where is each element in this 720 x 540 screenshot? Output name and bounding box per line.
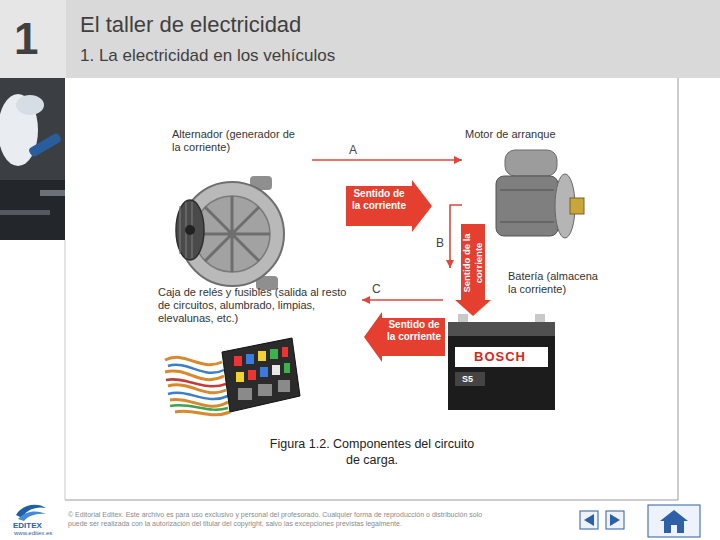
logo-swoosh [18,511,46,521]
home-icon [660,510,688,521]
current-direction: Sentido de la corriente [461,227,485,299]
battery-label-strip [455,347,548,367]
fuse [258,351,266,361]
fuse [284,363,290,373]
home-button [648,505,700,537]
arrow-head [362,296,370,304]
header-bar [0,0,720,78]
nav-button [606,511,624,529]
nav-icon [584,514,594,526]
starter-body [496,176,558,236]
arrow-head [454,156,462,164]
chapter-box [0,0,66,78]
home-icon [671,525,677,533]
alternator-fins [194,196,270,272]
connector-wire [362,299,443,301]
battery-case [448,336,555,410]
component-label: Caja de relés y fusibles (salida al rest… [158,286,348,325]
current-arrow [364,312,445,362]
slide-subtitle: 1. La electricidad en los vehículos [80,46,335,66]
fuse [248,370,256,380]
copyright-note: © Editorial Editex. Este archivo es para… [68,510,498,528]
wire-harness [170,405,228,410]
nav-button [580,511,598,529]
publisher-url: www.editex.es [14,530,52,537]
starter-pinion [570,198,584,214]
fuse [282,347,288,357]
fuse-grid [234,347,290,400]
wire-harness [165,357,230,414]
battery-type-box [455,372,485,386]
relay [238,388,252,400]
alternator-body [194,196,270,272]
wire-letter: A [349,143,357,157]
battery-lid [448,322,555,336]
starter-solenoid [505,150,557,176]
component-group: Caja de relés y fusibles (salida al rest… [156,286,362,420]
nav-icon [610,514,620,526]
wire-letter: B [436,236,444,250]
photo-engine [0,180,65,240]
logo-swoosh [16,505,46,518]
fuse [260,367,268,377]
relay [278,380,290,392]
photo-engine [0,210,50,215]
current-direction: Sentido de la corriente [385,319,443,343]
connector [362,296,443,304]
publisher-logo: EDITEX [13,521,42,530]
photo-glove [16,95,44,115]
fuse [236,372,244,382]
component-group: Batería (almacena la corriente) [443,268,603,418]
photo-engine [40,190,65,196]
fuse-box [222,338,300,412]
relay [258,384,272,396]
component-group: Alternador (generador de la corriente) [165,128,312,300]
current-direction: Sentido de la corriente [350,188,408,212]
frame-line [65,500,678,501]
frame-line [65,240,66,500]
current-arrow [346,180,432,232]
slide-title: El taller de electricidad [80,12,301,38]
wire-harness [166,379,226,386]
connector [312,156,462,164]
fuse [272,365,280,375]
alternator-pulley [176,200,204,260]
frame-line [678,78,679,500]
starter-body [500,190,554,222]
component-label: Batería (almacena la corriente) [508,270,600,296]
wire-harness [168,365,228,399]
brand-mark: BOSCH [474,349,526,365]
wire-letter: C [372,282,381,296]
battery-terminal [535,314,545,323]
current-arrow [455,224,491,316]
component-group: Motor de arranque [462,128,587,253]
component-label: Motor de arranque [465,128,583,141]
battery-terminal [458,314,468,323]
connector [446,205,462,268]
fuse [270,349,278,359]
fuse [246,354,254,364]
battery-type: S5 [462,373,473,385]
connector-wire [450,205,462,268]
fuse [234,356,242,366]
alternator-pulley [185,225,195,235]
component-label: Alternador (generador de la corriente) [172,128,302,154]
home-icon [664,521,684,533]
connector-wire [312,159,462,161]
chapter-number: 1 [14,14,38,64]
arrow-head [446,260,454,268]
figure-caption: Figura 1.2. Componentes del circuito de … [262,436,482,468]
photo-tool [28,132,62,158]
